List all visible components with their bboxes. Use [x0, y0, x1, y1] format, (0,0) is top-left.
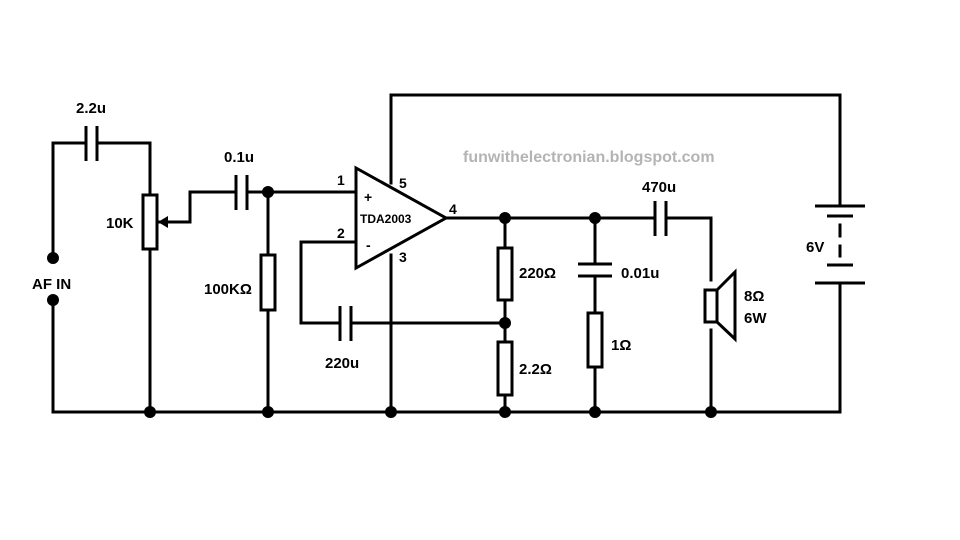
resistor-zobel — [586, 311, 604, 369]
opamp-plus-sign: + — [364, 189, 372, 205]
resistor-feedback-bottom — [496, 340, 514, 397]
zobel-capacitor-label: 0.01u — [621, 265, 659, 282]
feedback-top-resistor-label: 220Ω — [519, 265, 556, 282]
zobel-resistor-label: 1Ω — [611, 337, 631, 354]
resistor-bias — [259, 253, 277, 312]
pin-4-label: 4 — [449, 201, 457, 217]
wires — [51, 93, 842, 414]
output-capacitor-label: 470u — [642, 179, 676, 196]
potentiometer-label: 10K — [106, 215, 134, 232]
opamp-minus-sign: - — [366, 237, 371, 253]
speaker-power-label: 6W — [744, 310, 767, 327]
pin-1-label: 1 — [337, 172, 345, 188]
pin-5-label: 5 — [399, 175, 407, 191]
capacitor-zobel — [578, 262, 612, 278]
battery-symbol — [815, 204, 865, 285]
resistor-feedback-top — [496, 246, 514, 302]
battery-label: 6V — [806, 239, 824, 256]
af-in-label: AF IN — [32, 276, 71, 293]
bias-resistor-label: 100KΩ — [204, 281, 252, 298]
input-terminal-top — [47, 252, 59, 264]
ic-name-label: TDA2003 — [360, 212, 412, 226]
potentiometer-body — [141, 193, 159, 251]
potentiometer-wiper-arrow — [158, 216, 168, 228]
input-capacitor-label: 2.2u — [76, 100, 106, 117]
capacitor-output — [653, 201, 668, 236]
watermark-text: funwithelectronian.blogspot.com — [463, 149, 715, 166]
opamp-triangle — [354, 165, 450, 271]
capacitor-coupling — [234, 175, 249, 210]
feedback-bottom-resistor-label: 2.2Ω — [519, 361, 552, 378]
pin-2-label: 2 — [337, 225, 345, 241]
speaker-impedance-label: 8Ω — [744, 288, 764, 305]
junction-dots — [47, 186, 717, 418]
speaker-symbol — [703, 268, 737, 343]
coupling-capacitor-label: 0.1u — [224, 149, 254, 166]
capacitor-input — [84, 126, 99, 161]
feedback-capacitor-label: 220u — [325, 355, 359, 372]
pin-3-label: 3 — [399, 249, 407, 265]
capacitor-feedback — [338, 306, 353, 341]
input-terminal-bottom — [47, 294, 59, 306]
